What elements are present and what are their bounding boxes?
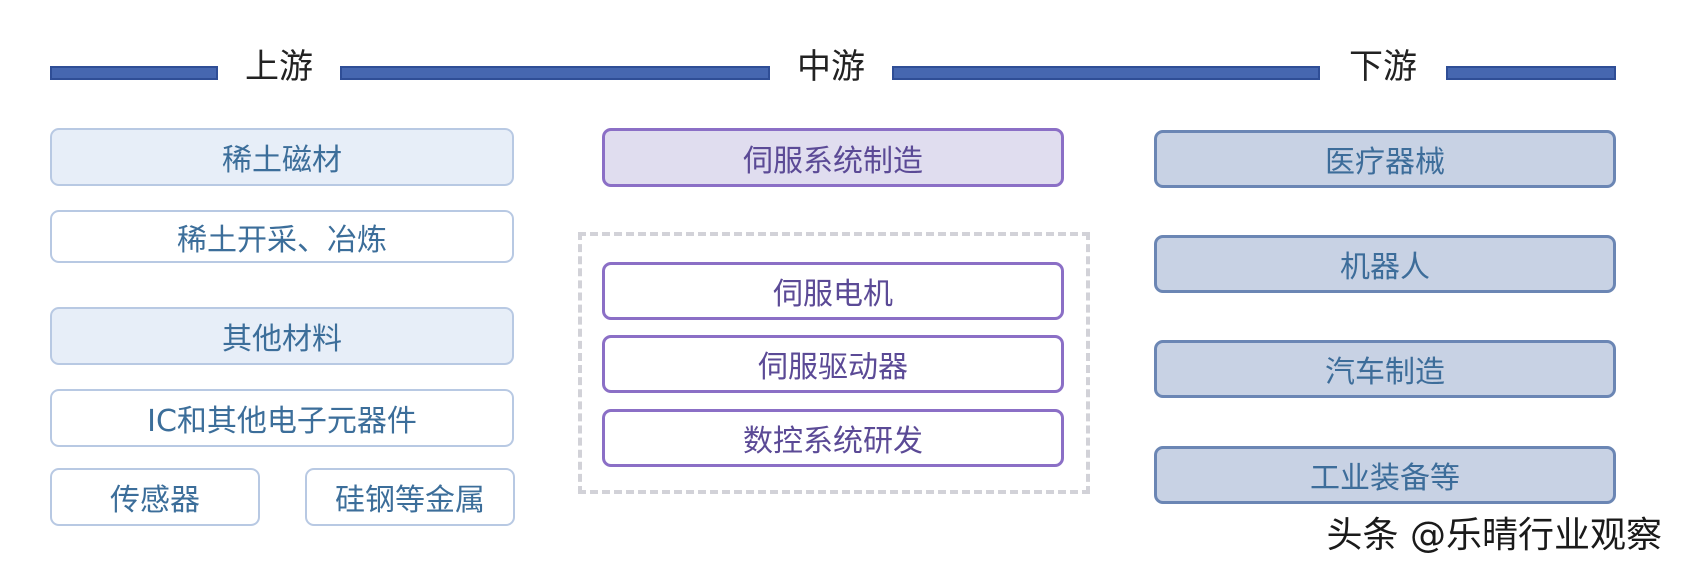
downstream-item: 医疗器械 [1154, 130, 1616, 188]
header-bar-segment [1446, 66, 1616, 80]
upstream-item: 其他材料 [50, 307, 514, 365]
header-bar-segment [892, 66, 1320, 80]
stage-label-midstream: 中游 [797, 47, 865, 87]
midstream-component-group [578, 232, 1090, 494]
midstream-header-box: 伺服系统制造 [602, 128, 1064, 187]
midstream-item: 伺服电机 [602, 262, 1064, 320]
stage-label-upstream: 上游 [245, 47, 313, 87]
downstream-item: 机器人 [1154, 235, 1616, 293]
header-bar-segment [50, 66, 218, 80]
upstream-item-sensor: 传感器 [50, 468, 260, 526]
upstream-item: 稀土开采、冶炼 [50, 210, 514, 263]
stage-label-downstream: 下游 [1349, 47, 1417, 87]
midstream-item: 数控系统研发 [602, 409, 1064, 467]
watermark-text: 头条 @乐晴行业观察 [1326, 515, 1662, 556]
downstream-item: 工业装备等 [1154, 446, 1616, 504]
upstream-item: 稀土磁材 [50, 128, 514, 186]
header-bar-segment [340, 66, 770, 80]
midstream-item: 伺服驱动器 [602, 335, 1064, 393]
upstream-item-metal: 硅钢等金属 [305, 468, 515, 526]
upstream-item: IC和其他电子元器件 [50, 389, 514, 447]
downstream-item: 汽车制造 [1154, 340, 1616, 398]
